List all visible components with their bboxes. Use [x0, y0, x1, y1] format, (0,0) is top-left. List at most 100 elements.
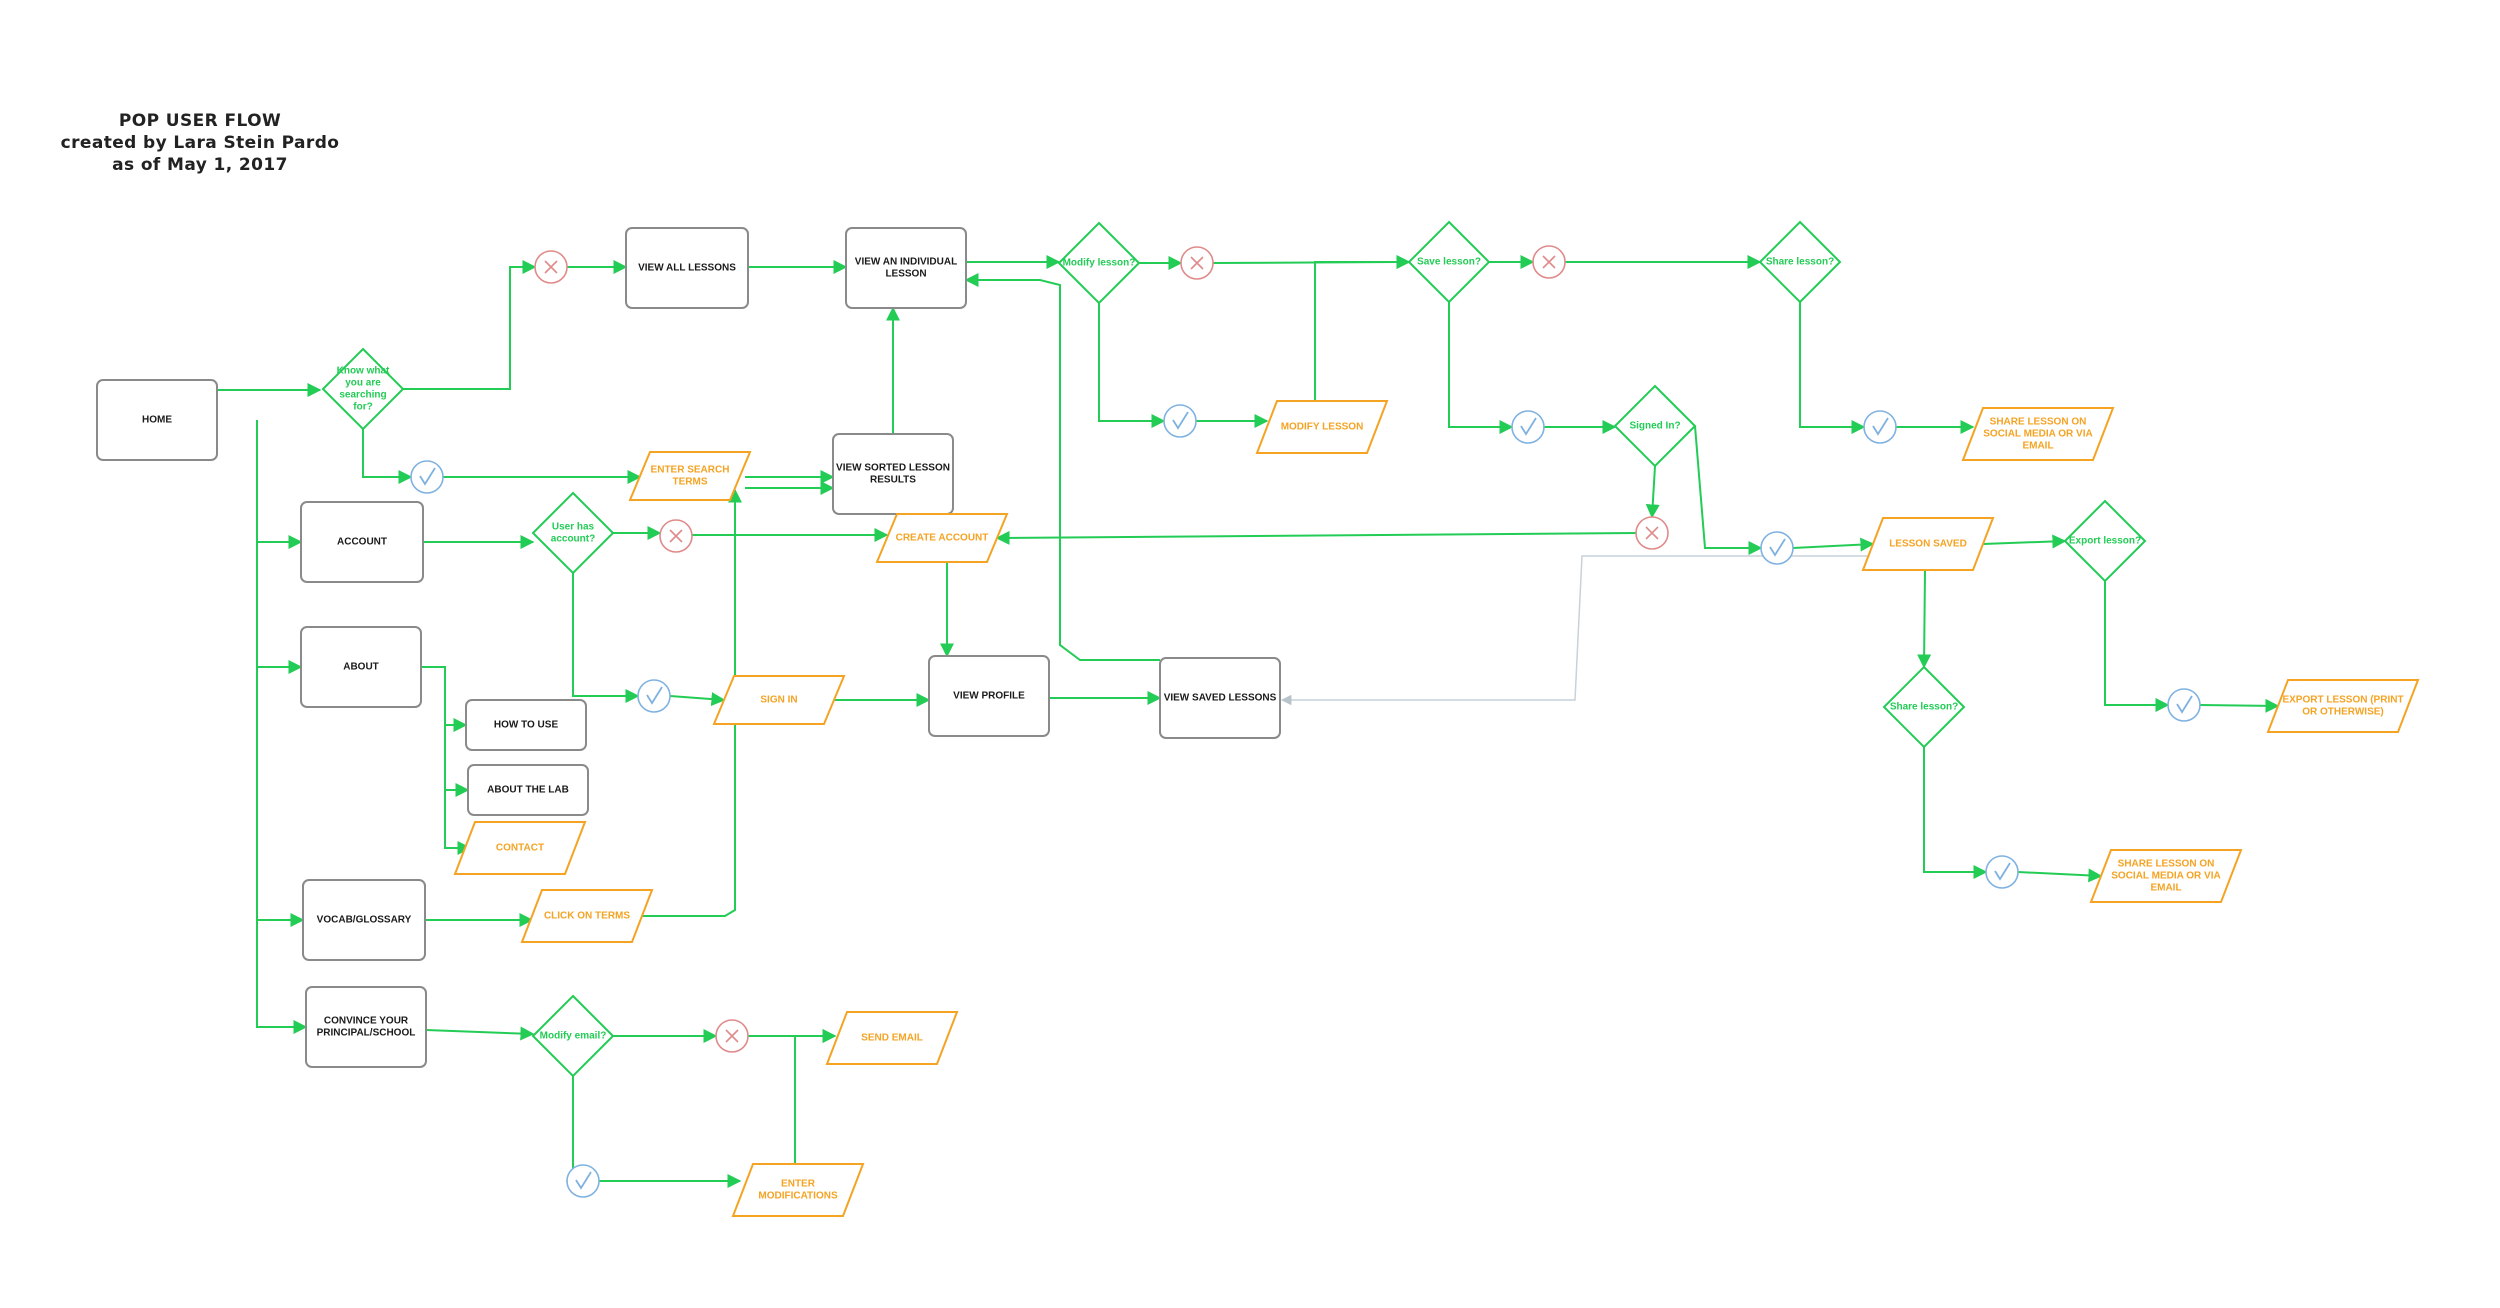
io-shape — [2089, 849, 2243, 903]
decision-diamond — [321, 347, 405, 431]
marker-circle — [2167, 688, 2201, 722]
enter-modifications-label: MODIFICATIONS — [758, 1191, 838, 1202]
connector-5 — [362, 429, 413, 484]
lesson-saved-label: LESSON SAVED — [1889, 539, 1967, 550]
connector-22 — [421, 666, 468, 732]
decision-diamond — [1057, 221, 1141, 305]
check-icon-m-yes-3 — [566, 1164, 600, 1198]
title-line-1: POP USER FLOW — [118, 111, 282, 131]
process-box — [832, 433, 954, 515]
connector-32 — [794, 1029, 837, 1164]
user-has-account-label: User has — [552, 522, 595, 533]
convince-principal-label: PRINCIPAL/SCHOOL — [317, 1028, 416, 1039]
cross-icon-m-no-3 — [715, 1019, 749, 1053]
connector-53 — [1923, 747, 1988, 879]
check-icon-m-yes-5 — [1511, 410, 1545, 444]
marker-circle — [637, 679, 671, 713]
check-icon-m-yes-7 — [1760, 531, 1794, 565]
export-lesson-label: OR OTHERWISE) — [2302, 707, 2383, 718]
know-what-searching-label: searching — [339, 390, 386, 401]
io-shape — [628, 451, 752, 501]
process-node-how-to-use: HOW TO USE — [465, 699, 587, 751]
io-node-click-on-terms: CLICK ON TERMS — [520, 889, 654, 943]
send-email-label: SEND EMAIL — [861, 1033, 923, 1044]
process-node-about: ABOUT — [300, 626, 422, 708]
view-profile-label: VIEW PROFILE — [953, 691, 1025, 702]
connector-50 — [1917, 569, 1932, 669]
decision-diamond — [531, 994, 615, 1078]
io-node-send-email: SEND EMAIL — [825, 1011, 959, 1065]
user-has-account-label: account? — [551, 534, 595, 545]
create-account-label: CREATE ACCOUNT — [896, 533, 989, 544]
process-node-about-the-lab: ABOUT THE LAB — [467, 764, 589, 816]
process-box — [302, 879, 426, 961]
home-label: HOME — [142, 415, 172, 426]
share-lesson-1-label: SOCIAL MEDIA OR VIA — [1983, 429, 2092, 440]
decision-diamond — [1882, 665, 1966, 749]
cross-icon — [1542, 255, 1556, 269]
connector-2 — [403, 260, 537, 390]
marker-circle — [1985, 855, 2019, 889]
connector-51 — [2104, 581, 2170, 712]
process-box — [928, 655, 1050, 737]
view-individual-lesson-label: VIEW AN INDIVIDUAL — [855, 257, 957, 268]
decision-diamond — [2063, 499, 2147, 583]
check-icon — [1769, 538, 1786, 557]
connector-44 — [995, 530, 1637, 545]
connector-36 — [1098, 303, 1166, 428]
decision-node-modify-lesson-q: Modify lesson? — [1057, 221, 1141, 305]
connector-13 — [256, 920, 308, 1034]
cross-icon — [1190, 256, 1204, 270]
check-icon — [2176, 695, 2193, 714]
vocab-glossary-label: VOCAB/GLOSSARY — [317, 915, 412, 926]
view-individual-lesson-label: LESSON — [885, 269, 926, 280]
process-node-vocab-glossary: VOCAB/GLOSSARY — [302, 879, 426, 961]
know-what-searching-label: Know what — [337, 366, 390, 377]
check-icon — [646, 686, 663, 705]
connector-43 — [1645, 465, 1660, 519]
connector-18 — [669, 692, 726, 707]
click-on-terms-label: CLICK ON TERMS — [544, 911, 630, 922]
title-line-3: as of May 1, 2017 — [112, 155, 288, 175]
io-shape — [2266, 679, 2420, 733]
connector-grey — [1280, 555, 1873, 706]
decision-diamond — [1613, 384, 1697, 468]
check-icon — [1994, 862, 2011, 881]
modify-lesson-q-label: Modify lesson? — [1063, 258, 1136, 269]
marker-circle — [1863, 410, 1897, 444]
connector-23 — [444, 725, 470, 797]
decision-diamond — [1407, 220, 1491, 304]
process-box — [845, 227, 967, 309]
process-node-view-profile: VIEW PROFILE — [928, 655, 1050, 737]
marker-circle — [1163, 404, 1197, 438]
marker-circle — [566, 1164, 600, 1198]
process-box — [300, 626, 422, 708]
signed-in-q-label: Signed In? — [1629, 421, 1680, 432]
marker-circle — [1511, 410, 1545, 444]
enter-search-terms-label: TERMS — [673, 477, 708, 488]
check-icon-m-yes-4 — [1163, 404, 1197, 438]
check-icon — [1520, 417, 1537, 436]
cross-icon — [725, 1029, 739, 1043]
process-node-view-all-lessons: VIEW ALL LESSONS — [625, 227, 749, 309]
contact-label: CONTACT — [496, 843, 544, 854]
io-shape — [731, 1163, 865, 1217]
check-icon-m-yes-8 — [2167, 688, 2201, 722]
cross-icon-m-no-1 — [534, 250, 568, 284]
io-shape — [1861, 517, 1995, 571]
connector-27 — [425, 1026, 535, 1041]
io-shape — [1961, 407, 2115, 461]
connector-17 — [572, 573, 640, 703]
check-icon-m-yes-1 — [410, 460, 444, 494]
share-lesson-q2-label: Share lesson? — [1890, 702, 1958, 713]
io-shape — [712, 675, 846, 725]
share-lesson-1-label: SHARE LESSON ON — [1990, 417, 2087, 428]
save-lesson-q-label: Save lesson? — [1417, 257, 1481, 268]
title-line-2: created by Lara Stein Pardo — [60, 133, 340, 153]
decision-diamond — [1758, 220, 1842, 304]
decision-node-modify-email: Modify email? — [531, 994, 615, 1078]
